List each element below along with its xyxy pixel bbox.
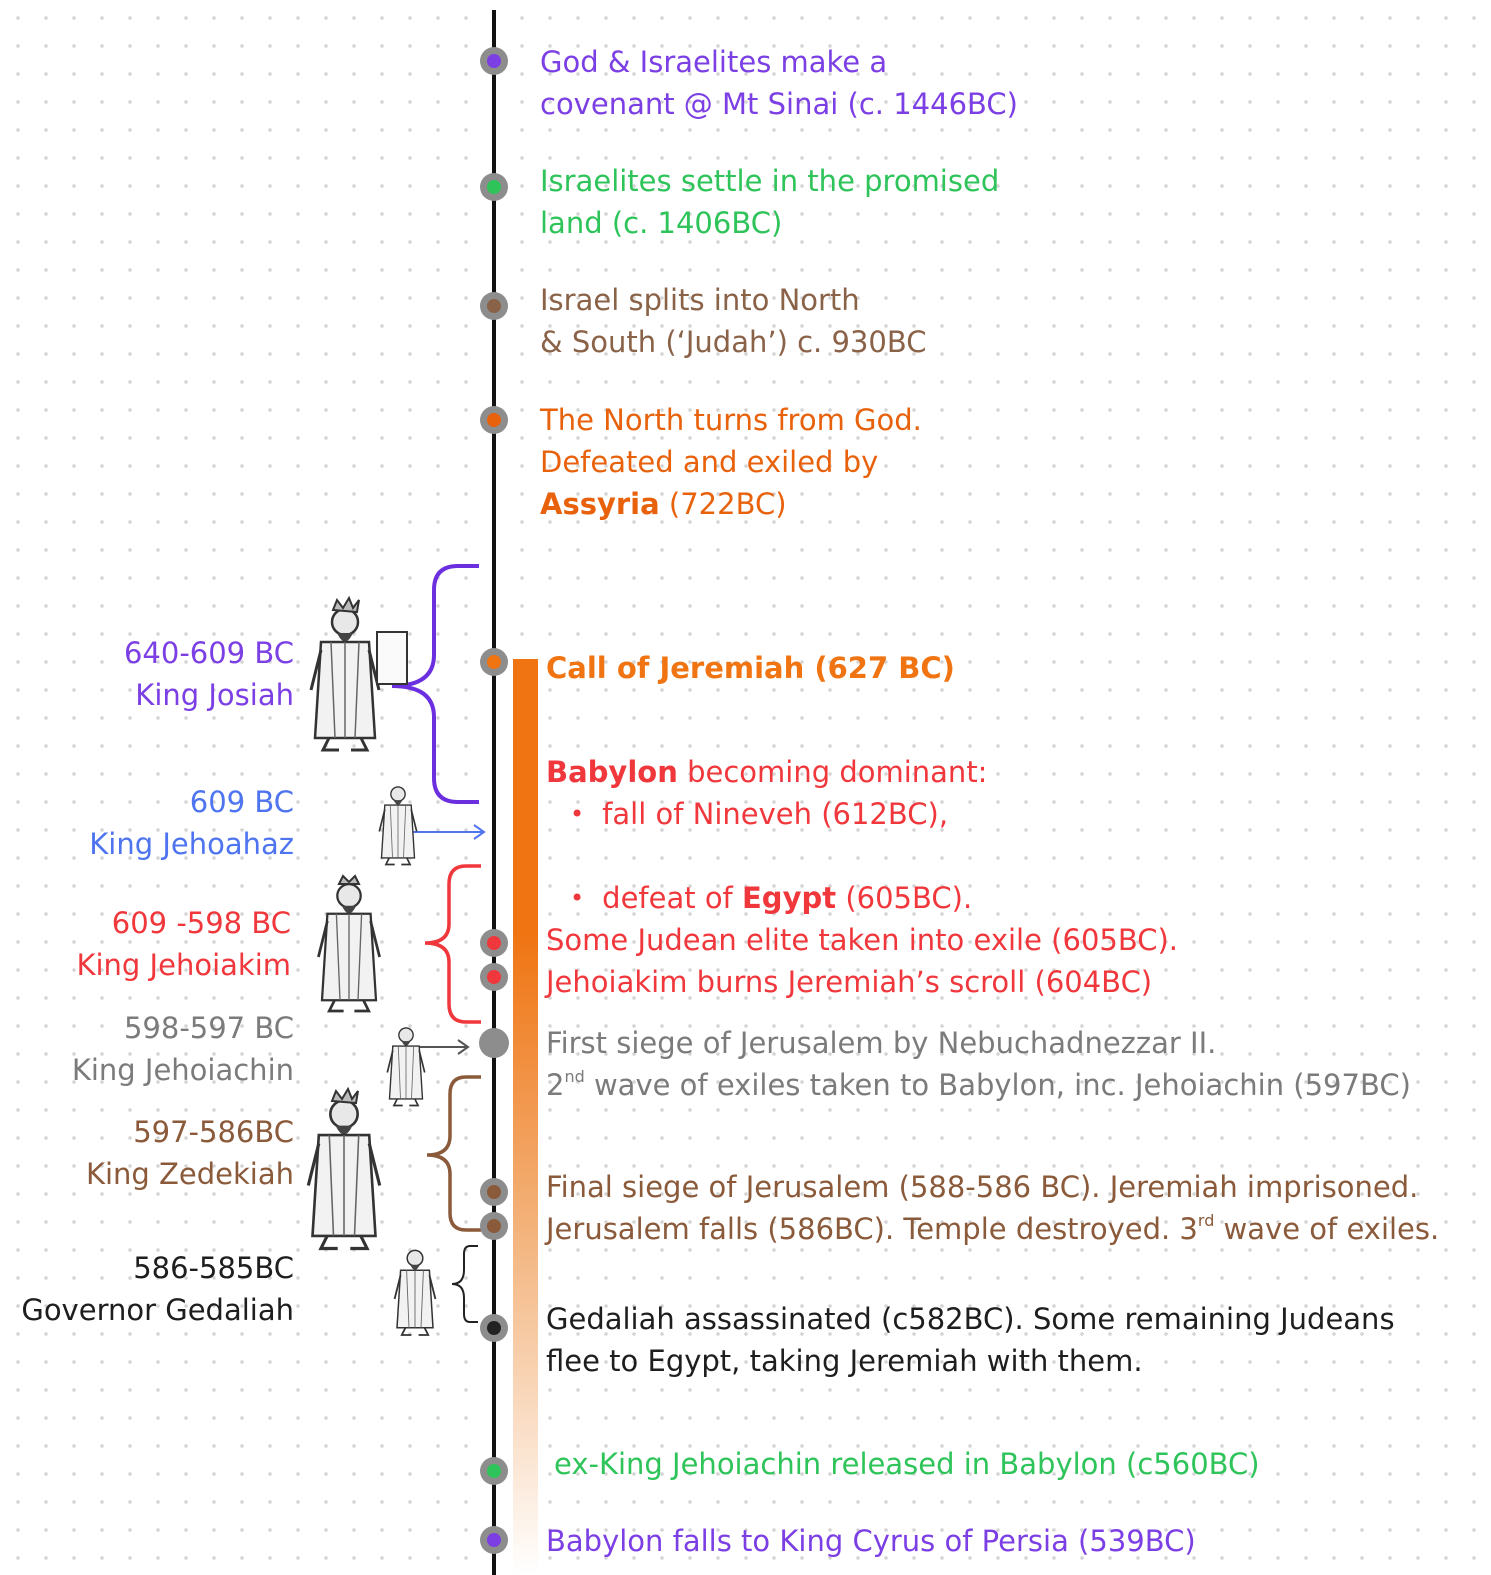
dot-covenant — [480, 47, 508, 75]
jehoahaz-figure — [378, 786, 418, 866]
babylon-label: Babylon — [546, 755, 678, 789]
assyria-label: Assyria — [540, 487, 660, 521]
dot-final — [480, 1178, 508, 1206]
event-siege1: First siege of Jerusalem by Nebuchadnezz… — [546, 1026, 1411, 1102]
bullet-nineveh: fall of Nineveh (612BC), — [546, 793, 987, 837]
josiah-bracket — [391, 564, 479, 804]
zedekiah-bracket — [426, 1075, 481, 1232]
dot-cyrus — [480, 1526, 508, 1554]
ruler-jehoiachin: 598-597 BC King Jehoiachin — [71, 1011, 294, 1087]
dot-settle — [480, 173, 508, 201]
jehoiachin-figure — [386, 1027, 426, 1107]
dot-split — [480, 292, 508, 320]
event-gedaliah: Gedaliah assassinated (c582BC). Some rem… — [546, 1302, 1395, 1378]
bullet-egypt: defeat of Egypt (605BC). — [570, 877, 972, 921]
dot-siege1 — [479, 1028, 509, 1058]
jeremiah-ministry-bar — [513, 659, 538, 1575]
event-covenant: God & Israelites make a covenant @ Mt Si… — [540, 45, 1018, 121]
ruler-josiah: 640-609 BC King Josiah — [123, 636, 294, 712]
event-final: Final siege of Jerusalem (588-586 BC). J… — [546, 1170, 1440, 1246]
ruler-jehoahaz: 609 BC King Jehoahaz — [89, 785, 294, 861]
gedaliah-figure — [393, 1249, 437, 1336]
zedekiah-figure — [306, 1086, 382, 1251]
event-scroll: Jehoiakim burns Jeremiah’s scroll (604BC… — [546, 965, 1153, 999]
dot-north — [480, 406, 508, 434]
dot-fall — [480, 1212, 508, 1240]
jehoiakim-figure — [317, 874, 381, 1013]
event-call: Call of Jeremiah (627 BC) — [546, 651, 955, 685]
dot-scroll — [480, 963, 508, 991]
event-elite: Some Judean elite taken into exile (605B… — [546, 923, 1179, 957]
dot-release — [480, 1457, 508, 1485]
ruler-gedaliah: 586-585BC Governor Gedaliah — [21, 1251, 294, 1327]
gedaliah-bracket — [451, 1245, 478, 1323]
event-north: The North turns from God. Defeated and e… — [540, 403, 922, 521]
event-babylon: Babylon becoming dominant: fall of Ninev… — [546, 751, 987, 837]
jehoiakim-bracket — [424, 864, 481, 1024]
dot-call — [480, 648, 508, 676]
dot-elite — [480, 929, 508, 957]
ruler-jehoiakim: 609 -598 BC King Jehoiakim — [76, 906, 291, 982]
event-cyrus: Babylon falls to King Cyrus of Persia (5… — [546, 1524, 1196, 1558]
ruler-zedekiah: 597-586BC King Zedekiah — [85, 1115, 294, 1191]
event-release: ex-King Jehoiachin released in Babylon (… — [554, 1447, 1260, 1481]
dot-gedaliah — [480, 1314, 508, 1342]
josiah-figure — [309, 595, 408, 752]
event-settle: Israelites settle in the promised land (… — [540, 164, 1000, 240]
event-split: Israel splits into North & South (‘Judah… — [540, 283, 927, 359]
